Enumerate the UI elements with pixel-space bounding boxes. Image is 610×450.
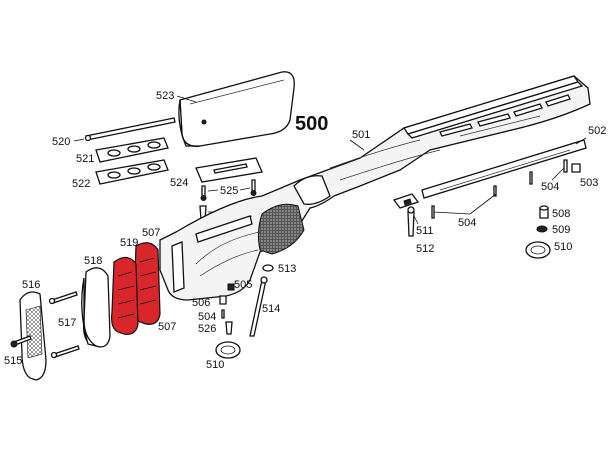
part-510-swivel-left [215,341,241,359]
callout-504-lower: 504 [198,311,216,323]
callout-505: 505 [234,279,252,291]
part-518-butt-pad [81,267,111,348]
part-521-plate [95,137,169,163]
leader-520 [73,138,85,142]
part-505-nut [227,283,235,291]
part-524-bracket [195,157,263,183]
leader-502 [575,137,587,145]
part-511-block [392,193,420,209]
callout-519: 519 [120,237,138,249]
callout-521: 521 [76,153,94,165]
part-519-spacer [111,256,139,335]
callout-508: 508 [552,208,570,220]
callout-522: 522 [72,178,90,190]
part-508-stud [539,205,549,219]
part-502-rail [421,139,587,199]
part-512-bolt [407,206,415,237]
leader-525 [207,187,251,192]
part-514-long-bolt [249,276,268,337]
callout-511: 511 [416,225,434,237]
callout-514: 514 [262,303,280,315]
part-517-screws [48,291,80,359]
callout-510-right: 510 [554,241,572,253]
diagram-title: 500 [295,113,328,135]
part-510-swivel-right [525,241,551,259]
callout-504-right: 504 [541,181,559,193]
part-506-stud [219,295,227,305]
leader-501 [349,139,365,151]
part-504-small-screw [221,309,225,319]
part-509-nut [536,225,548,233]
callout-512: 512 [416,243,434,255]
callout-510-left: 510 [206,359,224,371]
callout-507-bottom: 507 [158,321,176,333]
callout-526-lower: 526 [198,323,216,335]
part-523-cheek-piece [178,71,295,147]
part-513-washer [262,264,274,272]
callout-518: 518 [84,255,102,267]
part-516-butt-plate [19,291,47,381]
callout-507-top: 507 [142,227,160,239]
part-501-stock [159,75,591,301]
part-522-plate [95,159,169,185]
callout-504-rail: 504 [458,217,476,229]
leader-504-rail [433,193,497,215]
callout-525: 525 [220,185,238,197]
part-503-nut [571,163,581,173]
callout-503: 503 [580,177,598,189]
part-520-rod [84,117,176,142]
callout-509: 509 [552,224,570,236]
part-504-rail-screws [431,159,568,219]
callout-506: 506 [192,297,210,309]
callout-520: 520 [52,136,70,148]
callout-517: 517 [58,317,76,329]
callout-502: 502 [588,125,606,137]
callout-513: 513 [278,263,296,275]
leader-523 [176,95,197,103]
callout-515: 515 [4,355,22,367]
callout-524: 524 [170,177,188,189]
leader-504-right [551,167,565,181]
part-515-screw [10,335,32,348]
part-525-screws [200,179,257,201]
callout-501: 501 [352,129,370,141]
callout-516: 516 [22,279,40,291]
part-526-screw-lower [225,321,233,335]
callout-523: 523 [156,90,174,102]
